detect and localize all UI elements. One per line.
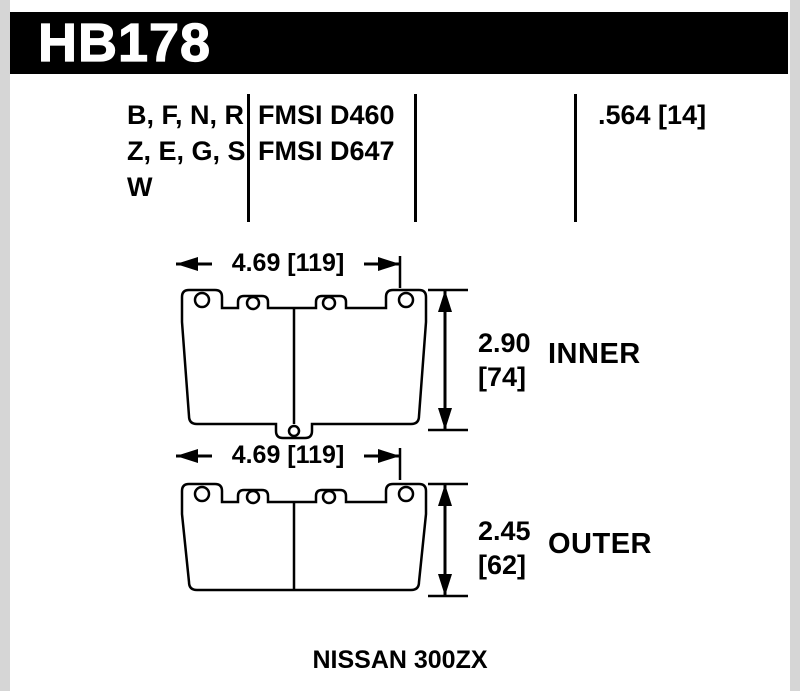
lug-hole-right [321, 489, 337, 505]
compound-codes-line: W [127, 172, 153, 202]
inner-height-dimension-arrow [428, 288, 468, 432]
bottom-tab-hole [287, 424, 301, 438]
vehicle-name: NISSAN 300ZX [312, 646, 488, 674]
lug-hole-right [321, 295, 337, 311]
fmsi-number-line: FMSI D460 [258, 100, 395, 130]
outer-height-dimension-in: 2.45 [478, 516, 531, 546]
pad-position-label-outer: OUTER [548, 528, 652, 560]
arrowhead-left [176, 449, 198, 463]
arrowhead-up [438, 484, 452, 506]
compound-codes-line: B, F, N, R [127, 100, 245, 130]
arrowhead-up [438, 290, 452, 312]
fmsi-numbers: FMSI D460 FMSI D647 [258, 97, 395, 169]
lug-hole-left [245, 489, 261, 505]
arrowhead-down [438, 574, 452, 596]
inner-width-dimension-label: 4.69 [119] [212, 249, 364, 277]
mounting-hole-right [397, 485, 415, 503]
part-number: HB178 [37, 12, 212, 73]
lug-hole-left [245, 295, 261, 311]
brake-pad-outline-outer [180, 482, 428, 592]
outer-height-dimension-arrow [428, 482, 468, 598]
page-edge-left [0, 0, 10, 691]
pad-position-label-inner: INNER [548, 338, 641, 370]
spec-table-divider-3 [574, 94, 577, 222]
mounting-hole-right [397, 291, 415, 309]
spec-table-divider-1 [247, 94, 250, 222]
arrowhead-right [378, 449, 400, 463]
compound-codes-line: Z, E, G, S [127, 136, 246, 166]
outer-height-dimension-mm: [62] [478, 550, 527, 580]
arrowhead-left [176, 257, 198, 271]
arrowhead-right [378, 257, 400, 271]
part-number-banner: HB178 [10, 12, 788, 74]
pad-backing-plate-outline [180, 288, 428, 440]
outer-width-dimension-label: 4.69 [119] [212, 441, 364, 469]
brake-pad-outline-inner [180, 288, 428, 440]
spec-table-divider-2 [414, 94, 417, 222]
pad-backing-plate-outline [180, 482, 428, 592]
inner-height-dimension-in: 2.90 [478, 328, 531, 358]
inner-height-dimension-mm: [74] [478, 362, 527, 392]
arrowhead-down [438, 408, 452, 430]
pad-thickness: .564 [14] [598, 100, 707, 130]
compound-codes: B, F, N, R Z, E, G, S W [127, 97, 246, 205]
mounting-hole-left [193, 485, 211, 503]
mounting-hole-left [193, 291, 211, 309]
fmsi-number-line: FMSI D647 [258, 136, 395, 166]
page-edge-right [790, 0, 800, 691]
